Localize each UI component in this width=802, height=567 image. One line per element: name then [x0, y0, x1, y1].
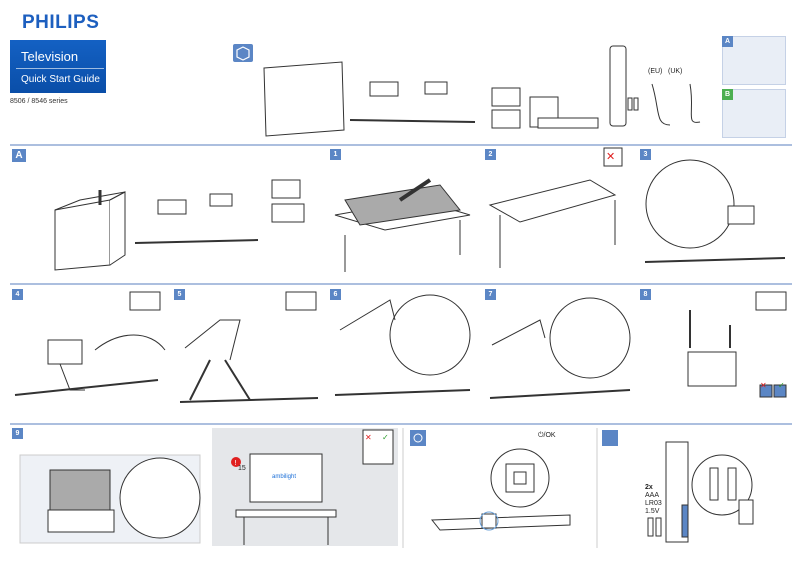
battery-volt: 1.5V: [645, 508, 660, 515]
step-9-badge: 9: [12, 428, 23, 439]
step-4-badge: 4: [12, 289, 23, 300]
divider: [16, 68, 104, 69]
badge-side-a: A: [722, 36, 733, 47]
svg-text:✕: ✕: [606, 150, 615, 163]
step-3-badge: 3: [640, 149, 651, 160]
series-label: 8506 / 8546 series: [10, 98, 68, 105]
step-5-badge: 5: [174, 289, 185, 300]
step-a-badge: A: [12, 149, 26, 162]
battery-type: AAA: [645, 492, 660, 499]
svg-text:✕: ✕: [365, 433, 372, 442]
svg-text:✕: ✕: [760, 381, 767, 390]
plug-uk-label: (UK): [668, 68, 683, 75]
svg-text:✓: ✓: [382, 433, 389, 442]
power-ok-label: ⏻/OK: [538, 432, 556, 439]
box-contents-icon: [233, 44, 253, 62]
plug-eu-label: (EU): [648, 68, 663, 75]
ambilight-logo-text: ambilight: [272, 474, 297, 480]
step-1-badge: 1: [330, 149, 341, 160]
philips-logo: PHILIPS: [22, 12, 100, 33]
guide-title: Quick Start Guide: [21, 74, 100, 85]
step-8-badge: 8: [640, 289, 651, 300]
step-2-badge: 2: [485, 149, 496, 160]
step-6-badge: 6: [330, 289, 341, 300]
badge-side-b: B: [722, 89, 733, 100]
product-title: Television: [21, 49, 79, 64]
distance-label: 15: [238, 465, 246, 472]
logo-area: [10, 0, 106, 40]
step-7-badge: 7: [485, 289, 496, 300]
brand-block: PHILIPS Television Quick Start Guide: [10, 0, 106, 93]
battery-iec: LR03: [645, 500, 662, 507]
svg-text:!: !: [234, 459, 237, 467]
battery-qty: 2x: [645, 484, 653, 491]
svg-text:✓: ✓: [778, 381, 785, 390]
